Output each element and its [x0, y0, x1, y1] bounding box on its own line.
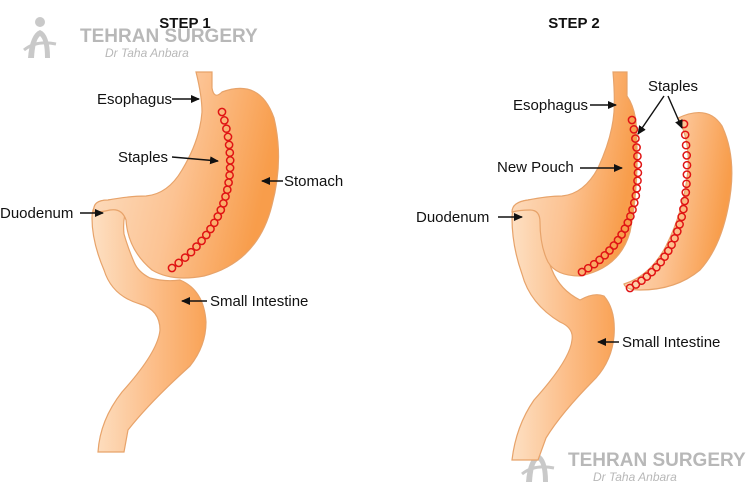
staple-ring — [656, 257, 666, 267]
staple-ring — [209, 218, 219, 228]
step1-staples-label: Staples — [118, 149, 168, 166]
staple-ring — [633, 151, 642, 161]
step1-esophagus-label: Esophagus — [97, 91, 172, 108]
staple-ring — [589, 259, 599, 269]
staple-ring — [595, 255, 604, 265]
staple-ring — [192, 242, 201, 251]
staple-ring — [679, 204, 688, 214]
staple-ring — [682, 179, 691, 189]
staple-ring — [223, 132, 233, 142]
staple-ring — [682, 151, 692, 160]
step2-removed-stomach — [623, 111, 733, 291]
step2-staples-arrow-right — [667, 95, 683, 129]
staple-ring — [642, 272, 652, 281]
staple-ring — [201, 230, 211, 240]
staple-ring — [600, 250, 610, 260]
staple-ring — [627, 115, 637, 125]
step2-removed-staple-line — [625, 119, 692, 293]
staple-ring — [186, 247, 196, 257]
staple-ring — [613, 235, 623, 245]
step1-stomach — [93, 71, 280, 279]
staple-ring — [647, 267, 657, 277]
watermark-bottom-right: TEHRAN SURGERY Dr Taha Anbara — [521, 441, 746, 484]
step2-new-pouch-label: New Pouch — [497, 159, 574, 176]
staple-ring — [197, 236, 206, 246]
staple-ring — [682, 170, 692, 179]
step2-duodenum-label: Duodenum — [416, 209, 489, 226]
staple-ring — [681, 140, 691, 150]
staple-ring — [167, 263, 177, 273]
staple-ring — [680, 196, 690, 206]
staple-ring — [220, 116, 229, 125]
step2-esophagus-label: Esophagus — [513, 97, 588, 114]
watermark-subtitle: Dr Taha Anbara — [105, 46, 189, 60]
staple-ring — [174, 258, 184, 268]
staple-ring — [222, 124, 231, 134]
staple-ring — [609, 241, 619, 250]
staple-ring — [217, 107, 227, 117]
step1-duodenum-label: Duodenum — [0, 205, 73, 222]
watermark-subtitle: Dr Taha Anbara — [593, 470, 677, 484]
watermark-logo-icon — [23, 17, 57, 58]
staple-ring — [633, 160, 643, 169]
staple-ring — [625, 283, 635, 293]
staple-ring — [677, 212, 687, 222]
step1-anatomy — [91, 71, 280, 453]
step1-small-intestine-label: Small Intestine — [210, 293, 308, 310]
staple-ring — [213, 212, 223, 221]
staple-ring — [682, 160, 692, 170]
step2-staples-label: Staples — [648, 78, 698, 95]
step2-anatomy — [511, 71, 733, 461]
watermark-top-left: TEHRAN SURGERY Dr Taha Anbara — [23, 17, 258, 60]
step1-staples-arrow — [171, 156, 219, 165]
step1-title: STEP 1 — [159, 15, 210, 32]
staple-ring — [680, 130, 690, 140]
step2-staples-arrow-left — [637, 95, 665, 135]
staple-ring — [577, 267, 587, 277]
step1-stomach-label: Stomach — [284, 173, 343, 190]
watermark-title: TEHRAN SURGERY — [80, 26, 258, 47]
staple-ring — [632, 143, 641, 152]
step2-pouch-staple-line — [577, 115, 643, 277]
staple-ring — [180, 253, 190, 262]
step2-small-intestine-label: Small Intestine — [622, 334, 720, 351]
staple-ring — [681, 188, 691, 197]
watermark-title: TEHRAN SURGERY — [568, 450, 746, 471]
step1-staple-line — [167, 107, 235, 273]
staple-ring — [583, 263, 593, 273]
step2-title: STEP 2 — [548, 15, 599, 32]
staple-ring — [605, 246, 614, 255]
staple-ring — [206, 224, 215, 234]
staple-ring — [631, 134, 640, 143]
staple-ring — [652, 262, 661, 272]
